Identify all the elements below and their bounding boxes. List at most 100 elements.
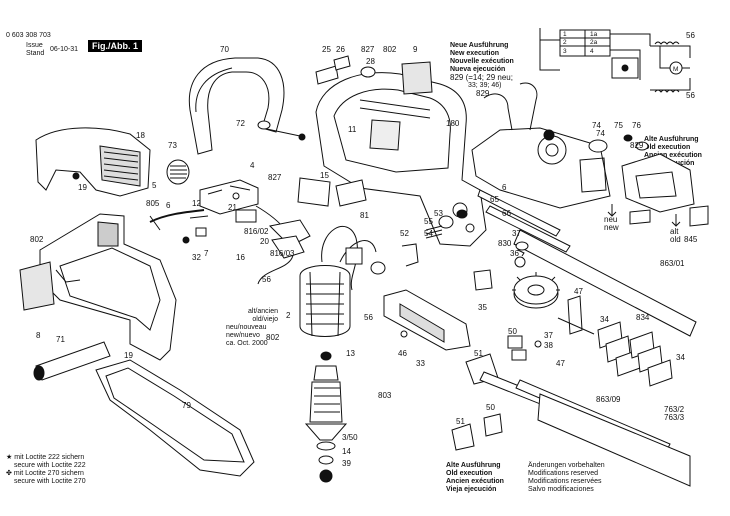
label-9 [401,61,433,95]
callout-75: 75 [614,121,623,130]
callout-74-b: 74 [596,129,605,138]
schem-label-3: 3 [563,48,567,55]
schem-label-2: 2 [563,39,567,46]
marker-neu: neu [604,215,617,224]
callout-39: 39 [342,459,351,468]
callout-52: 52 [400,229,409,238]
old-right-line-1: Alte Ausführung [644,136,699,143]
callout-37-mid: 37 [544,331,553,340]
callout-9: 9 [413,45,418,54]
callout-20: 20 [260,237,269,246]
marker-new: new [604,223,619,232]
callout-46: 46 [398,349,407,358]
callout-5: 5 [152,181,157,190]
new-version-note: Neue Ausführung New execution Nouvelle e… [450,42,514,74]
callout-827-top: 827 [361,45,375,54]
callout-72: 72 [236,119,245,128]
issue-label: Issue [26,42,43,49]
armature-13 [304,351,348,465]
doc-number: 0 603 308 703 [6,32,51,39]
callout-863-09: 863/09 [596,395,621,404]
callout-50-bottom: 50 [486,403,495,412]
callout-34-a: 34 [600,315,609,324]
neu-new-line-3: ca. Oct. 2000 [226,340,268,347]
neu-new-line-1: neu/nouveau [226,324,267,331]
callout-6-right: 6 [502,183,507,192]
callout-834: 834 [636,313,650,322]
callout-19-top: 19 [78,183,87,192]
alt-old-line-1: alt/ancien [248,308,278,315]
callout-35: 35 [478,303,487,312]
callout-763-3: 763/3 [664,413,685,422]
callout-47-bottom: 47 [556,359,565,368]
issue-date: 06-10-31 [50,46,79,53]
old-right-line-3: Ancien exécution [644,152,702,159]
old-right-line-2: Old execution [644,144,691,151]
new-version-line-3: Nouvelle exécution [450,58,514,65]
callout-180: 180 [446,119,460,128]
neu-new-note: neu/nouveau new/nuevo ca. Oct. 2000 [226,324,268,348]
callout-863-01: 863/01 [660,259,685,268]
callout-827-mid: 827 [268,173,282,182]
motor-cover-18 [35,127,151,197]
wiring-schematic: 1 1a 2 2a 3 4 M [539,28,691,93]
schem-label-2a: 2a [590,39,598,46]
callout-79: 79 [182,401,191,410]
callout-805: 805 [146,199,160,208]
callout-816-02: 816/02 [244,227,269,236]
variant-markers: neu new alt old [604,215,681,244]
callout-55: 55 [424,217,433,226]
neu-new-line-2: new/nuevo [226,332,260,339]
callout-816-03: 816/03 [270,249,295,258]
callout-12: 12 [192,199,201,208]
callout-33: 33 [416,359,425,368]
callout-7: 7 [204,249,209,258]
callout-13: 13 [346,349,355,358]
callout-66: 66 [502,209,511,218]
callout-829-top: 829 [476,89,490,98]
new-version-line-4: Nueva ejecución [450,66,506,73]
old-bottom-line-4: Vieja ejecución [446,486,497,493]
knob-74 [588,139,608,153]
callout-4: 4 [250,161,255,170]
plate-8 [19,261,55,311]
callout-803: 803 [378,391,392,400]
callout-73: 73 [168,141,177,150]
note-829: 829 (=14; 29 neu; [450,73,513,82]
stand-label: Stand [26,50,45,57]
callout-65: 65 [490,195,499,204]
housing-left-802 [39,213,177,361]
schem-label-4: 4 [590,48,594,55]
callout-15: 15 [320,171,329,180]
callout-19-bottom: 19 [124,351,133,360]
callout-2: 2 [286,311,291,320]
cross-icon: ✤ [6,470,12,477]
schem-label-1a: 1a [590,31,598,38]
callout-38: 38 [544,341,553,350]
old-bottom-line-2: Old execution [446,470,493,477]
schem-motor-label: M [673,66,678,73]
callout-76: 76 [632,121,641,130]
loctite-222-en: secure with Loctite 222 [14,462,86,469]
brush-pack-834 [597,321,673,387]
callout-56-left: 56 [262,275,271,284]
callout-47-top: 47 [574,287,583,296]
mod-line-4: Salvo modificaciones [528,486,594,493]
callout-802-top: 802 [383,45,397,54]
circle-a-top: A [546,131,552,140]
old-version-bottom-note: Alte Ausführung Old execution Ancien exé… [446,462,504,494]
new-version-line-1: Neue Ausführung [450,42,509,49]
marker-alt: alt [670,227,679,236]
callout-830: 830 [498,239,512,248]
main-housing-802 [315,72,487,247]
callout-21: 21 [228,203,237,212]
handle-bow-70 [188,57,285,155]
gear-830 [512,272,560,309]
loctite-notes: ★ mit Loctite 222 sichern secure with Lo… [6,454,86,486]
schem-label-1: 1 [563,31,567,38]
mod-line-1: Änderungen vorbehalten [528,462,605,469]
figure-label: Fig./Abb. 1 [88,40,142,52]
callout-51-bottom: 51 [456,417,465,426]
callout-71: 71 [56,335,65,344]
